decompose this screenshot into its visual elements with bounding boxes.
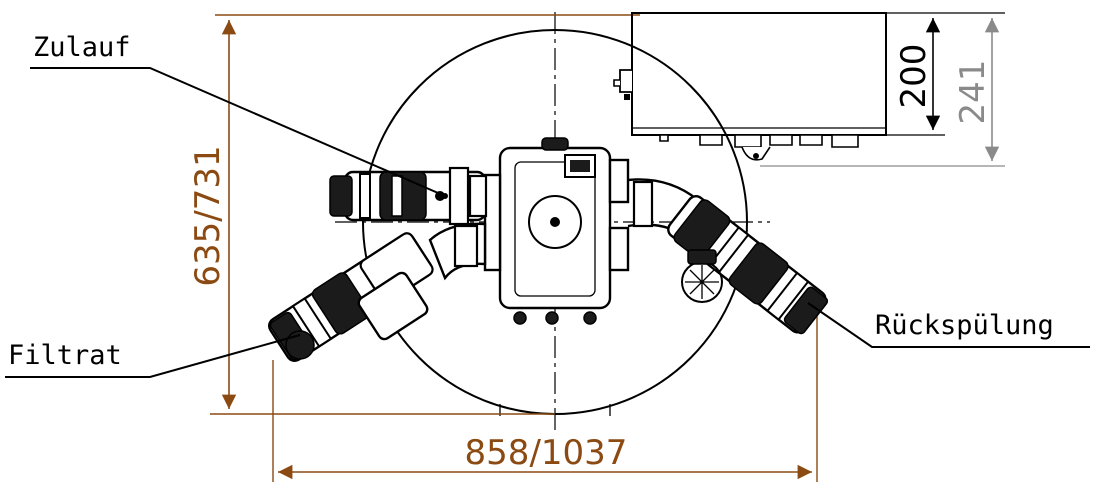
filtrate-pipe xyxy=(267,222,487,362)
width-dimension-text: 858/1037 xyxy=(465,433,628,473)
height-dimension-text: 635/731 xyxy=(188,145,228,286)
height-dimension: 635/731 xyxy=(188,14,640,415)
label-zulauf: Zulauf xyxy=(30,32,448,199)
control-box xyxy=(613,12,887,161)
width-dimension: 858/1037 xyxy=(272,310,818,482)
label-filtrat: Filtrat xyxy=(5,334,301,378)
inlet-pipe xyxy=(329,166,488,226)
box-height-dimensions: 200 241 xyxy=(760,12,1005,167)
backwash-pipe xyxy=(627,178,829,335)
label-rueckspuelung: Rückspülung xyxy=(807,302,1090,348)
label-zulauf-text: Zulauf xyxy=(33,32,131,63)
valve-head xyxy=(483,137,630,325)
label-filtrat-text: Filtrat xyxy=(8,340,122,371)
box-total-height-text: 241 xyxy=(953,60,993,125)
label-rueckspuelung-text: Rückspülung xyxy=(875,310,1054,341)
box-height-text: 200 xyxy=(894,44,934,109)
